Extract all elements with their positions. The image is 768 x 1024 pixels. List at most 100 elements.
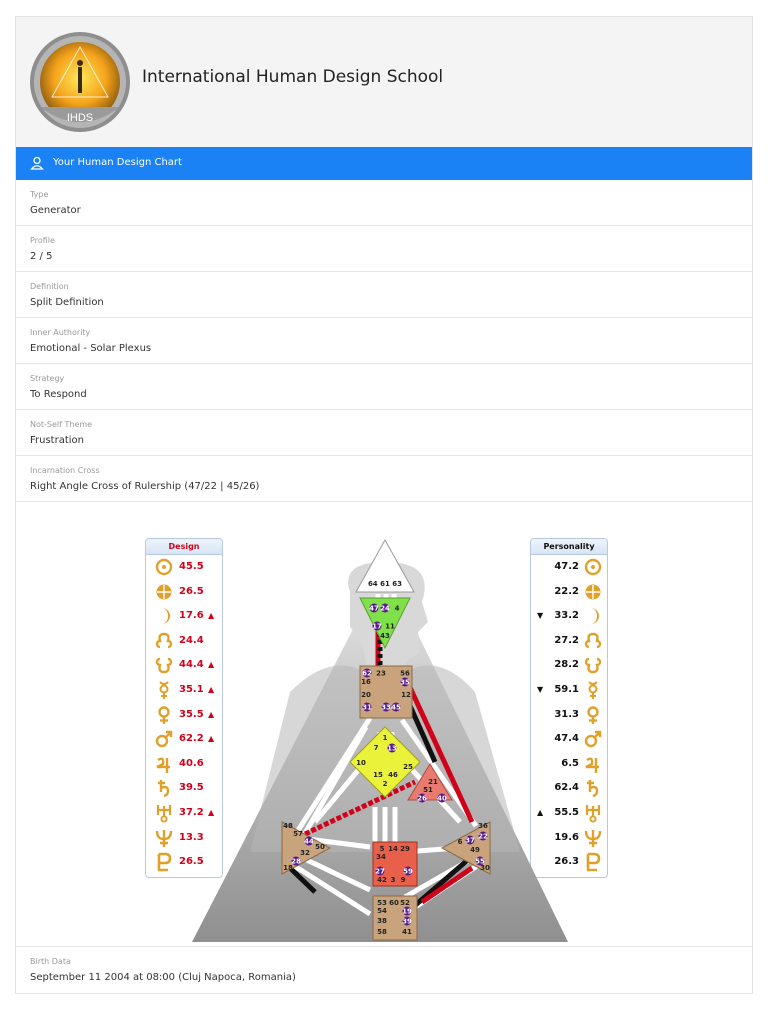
north-node-icon (584, 632, 602, 648)
personality-planet-value: 27.2 (554, 634, 579, 646)
g-gate-46: 46 (388, 771, 398, 779)
section-title: Your Human Design Chart (53, 157, 182, 168)
personality-planet-value: 47.2 (554, 561, 579, 572)
solar-gate-22: 22 (478, 833, 488, 841)
user-icon (30, 156, 44, 170)
field-value: To Respond (30, 389, 87, 400)
sun-icon (155, 558, 173, 576)
personality-planet-value: 19.6 (554, 831, 579, 843)
field-label: Profile (30, 236, 55, 245)
g-gate-7: 7 (374, 744, 379, 752)
personality-planet-value: 28.2 (554, 659, 579, 671)
personality-planet-row: 47.2 (531, 555, 607, 579)
personality-planet-row: 47.4 (531, 727, 607, 751)
personality-planet-row: 28.2 (531, 653, 607, 677)
throat-gate-33: 33 (381, 704, 391, 712)
birth-data-label: Birth Data (30, 957, 71, 966)
neptune-icon (155, 829, 173, 847)
solar-gate-30: 30 (480, 864, 490, 872)
personality-planet-row: 31.3 (531, 703, 607, 727)
solar-gate-6: 6 (458, 838, 463, 846)
design-planet-row: 62.2▲ (146, 727, 222, 751)
design-planet-row: 44.4▲ (146, 653, 222, 677)
field-inner-authority: Inner Authority Emotional - Solar Plexus (16, 318, 752, 364)
throat-gate-20: 20 (361, 691, 371, 699)
design-planet-value: 37.2 (179, 807, 204, 818)
design-planet-row: 13.3 (146, 826, 222, 850)
root-gate-60: 60 (389, 899, 399, 907)
south-node-icon (584, 658, 602, 674)
design-panel-title: Design (146, 539, 222, 555)
design-planet-arrow: ▲ (208, 685, 215, 694)
g-gate-25: 25 (403, 763, 413, 771)
design-planet-value: 24.4 (179, 634, 204, 646)
personality-planet-row: 26.3 (531, 850, 607, 874)
throat-gate-16: 16 (361, 678, 371, 686)
field-value: Frustration (30, 435, 84, 446)
field-label: Incarnation Cross (30, 466, 100, 475)
heart-gate-40: 40 (437, 795, 447, 803)
spleen-gate-44: 44 (304, 838, 314, 846)
spleen-gate-50: 50 (315, 843, 325, 851)
design-planet-arrow: ▲ (208, 808, 215, 817)
g-gate-1: 1 (383, 734, 388, 742)
sacral-gate-14: 14 (388, 845, 398, 853)
spleen-gate-57: 57 (293, 830, 303, 838)
jupiter-icon (156, 757, 170, 773)
ajna-gate-43: 43 (380, 632, 390, 640)
root-gate-41: 41 (402, 928, 412, 936)
root-gate-19: 19 (402, 908, 412, 916)
heart-gate-21: 21 (428, 778, 438, 786)
mercury-icon (588, 681, 598, 699)
sacral-gate-59: 59 (403, 868, 413, 876)
personality-planet-value: 26.3 (554, 856, 579, 868)
design-planet-value: 62.2 (179, 733, 204, 745)
personality-planet-row: 59.1▼ (531, 678, 607, 702)
root-gate-38: 38 (377, 917, 387, 925)
field-value: Generator (30, 205, 81, 216)
head-gates: 64 61 63 (368, 580, 402, 588)
sacral-gate-27: 27 (375, 868, 385, 876)
sacral-gate-29: 29 (400, 845, 410, 853)
design-planet-value: 35.5 (179, 708, 204, 720)
throat-gate-35: 35 (400, 679, 410, 687)
personality-planet-value: 33.2 (554, 610, 579, 622)
design-planet-row: 26.5 (146, 850, 222, 874)
design-planet-row: 24.4 (146, 629, 222, 653)
design-planet-row: 39.5 (146, 776, 222, 800)
root-gate-54: 54 (377, 907, 387, 915)
design-planet-arrow: ▲ (208, 660, 215, 670)
ajna-gate-4: 4 (395, 605, 400, 613)
sacral-gate-34: 34 (376, 853, 386, 861)
throat-gate-31: 31 (362, 704, 372, 712)
design-planet-row: 26.5 (146, 580, 222, 604)
solar-gate-55: 55 (475, 858, 485, 866)
moon-icon (162, 608, 170, 625)
personality-planet-value: 6.5 (561, 757, 579, 769)
root-gate-58: 58 (377, 928, 387, 936)
g-gate-13: 13 (387, 745, 397, 753)
mars-icon (584, 730, 602, 748)
pluto-icon (586, 852, 601, 872)
field-value: 2 / 5 (30, 251, 53, 262)
personality-planet-value: 31.3 (554, 708, 579, 720)
design-planet-value: 17.6 (179, 610, 204, 622)
ihds-logo[interactable]: IHDS (28, 27, 132, 137)
field-label: Type (30, 190, 49, 199)
design-planet-value: 26.5 (179, 585, 204, 597)
personality-planet-arrow: ▼ (537, 611, 544, 621)
venus-icon (587, 705, 599, 724)
sacral-gate-5: 5 (380, 845, 385, 853)
personality-planet-row: 55.5▲ (531, 801, 607, 825)
heart-center (407, 763, 453, 801)
design-planet-row: 40.6 (146, 752, 222, 776)
root-gate-39: 39 (402, 918, 412, 926)
throat-gate-12: 12 (401, 691, 411, 699)
field-value: Split Definition (30, 297, 104, 308)
spleen-gate-28: 28 (291, 858, 301, 866)
design-planet-row: 37.2 ▲ (146, 801, 222, 825)
design-planet-value: 39.5 (179, 782, 204, 794)
design-planet-row: 35.5▲ (146, 703, 222, 727)
